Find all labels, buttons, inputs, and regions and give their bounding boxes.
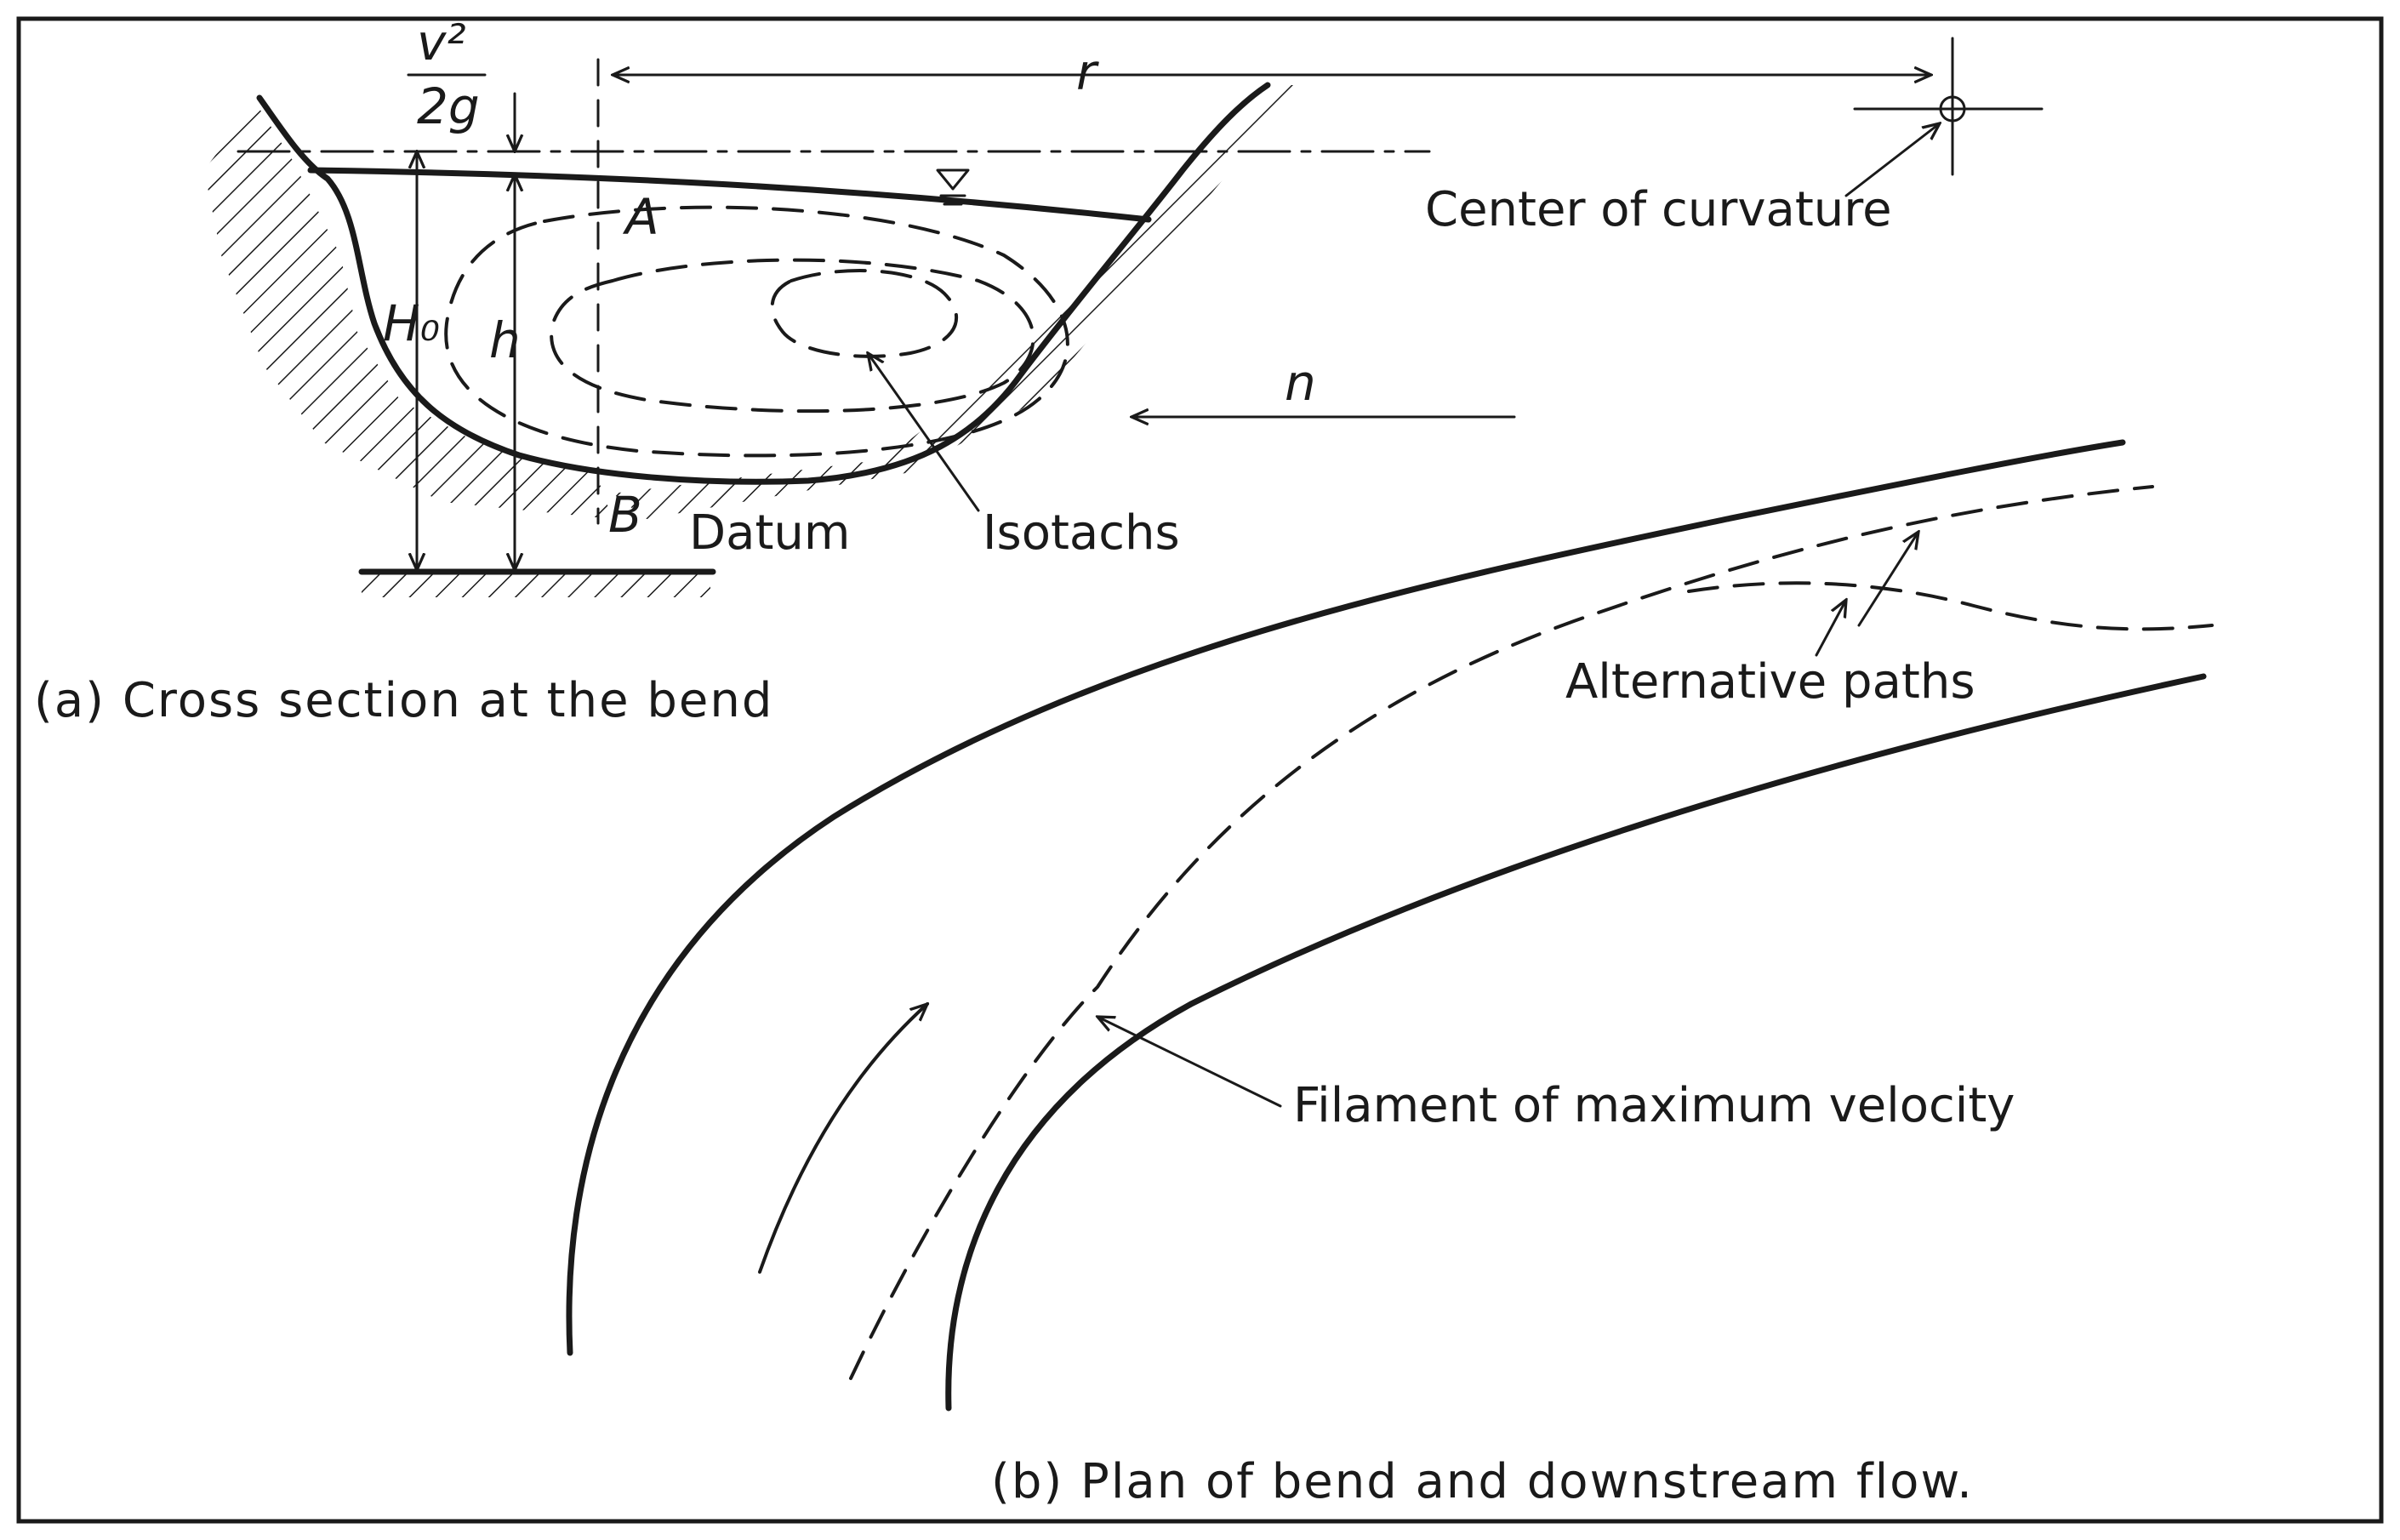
total-head-label: H₀: [383, 294, 440, 352]
channel-bed-line: [256, 82, 1271, 485]
filament-label: Filament of maximum velocity: [1293, 1078, 2015, 1133]
flow-direction-arrow: [758, 1004, 927, 1274]
right-bank-hatch: [613, 85, 1302, 519]
radius-label: r: [1076, 43, 1099, 101]
cross-section-group: v² 2g r Center of curvature A B H₀ h n D…: [34, 14, 2044, 728]
left-bank-hatch: [204, 102, 613, 519]
isotachs-label: Isotachs: [983, 505, 1180, 561]
outer-bank-line: [566, 439, 2126, 1356]
alternative-paths-label: Alternative paths: [1565, 654, 1975, 710]
water-surface-symbol: [936, 168, 970, 206]
alternative-path: [1687, 581, 2214, 631]
caption-a: (a) Cross section at the bend: [34, 673, 773, 728]
filament-leader-line: [1097, 1017, 1282, 1108]
datum-label: Datum: [689, 505, 850, 561]
center-of-curvature-marker: [1939, 95, 1966, 123]
isotach-middle: [550, 258, 1035, 414]
isotach-outer: [444, 205, 1069, 458]
center-of-curvature-label: Center of curvature: [1425, 182, 1892, 237]
isotachs-leader-line: [868, 353, 980, 512]
normal-direction-label: n: [1285, 354, 1316, 412]
velocity-head-numerator: v²: [417, 14, 466, 71]
water-surface-line: [307, 167, 1152, 223]
caption-b: (b) Plan of bend and downstream flow.: [991, 1454, 1974, 1509]
plan-view-group: Alternative paths Filament of maximum ve…: [566, 439, 2214, 1509]
alternative-paths-leader-2: [1815, 600, 1846, 657]
alternative-paths-leader-1: [1857, 532, 1918, 627]
isotach-inner: [770, 269, 959, 358]
center-leader-line: [1844, 123, 1940, 197]
point-b-label: B: [608, 486, 642, 544]
velocity-head-denominator: 2g: [417, 77, 480, 135]
point-a-label: A: [622, 188, 659, 246]
depth-label: h: [489, 311, 521, 369]
inner-bank-line: [945, 673, 2207, 1412]
figure-frame: [16, 16, 2384, 1524]
datum-hatch: [362, 572, 710, 597]
max-velocity-filament: [849, 485, 2154, 1380]
